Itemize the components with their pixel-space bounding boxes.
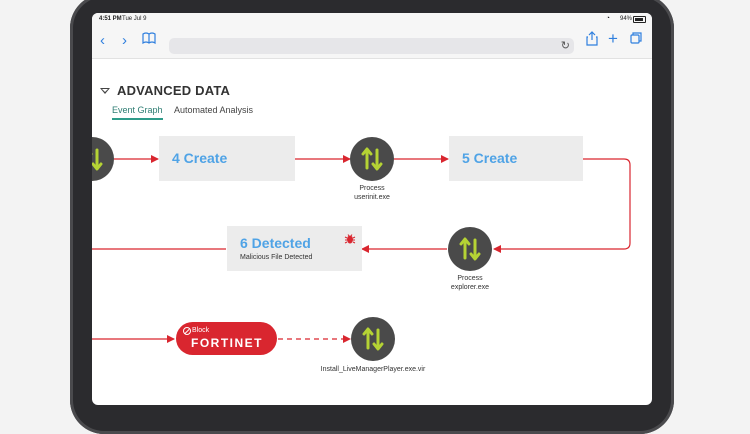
event-graph <box>92 155 631 343</box>
create-box-5-title: 5 Create <box>462 150 518 166</box>
userinit-type: Process <box>359 185 385 192</box>
exchange-arrows-icon <box>362 327 384 351</box>
wifi-icon: ◔ <box>605 15 610 22</box>
forward-icon[interactable]: › <box>122 32 127 49</box>
exchange-arrows-icon <box>361 147 383 171</box>
install-file-node[interactable] <box>351 317 395 361</box>
tab-event-graph[interactable]: Event Graph <box>112 105 163 120</box>
section-title: ADVANCED DATA <box>117 83 231 98</box>
back-icon[interactable]: ‹ <box>100 32 105 49</box>
graph-edges <box>92 155 631 343</box>
create-box-4-title: 4 Create <box>172 150 228 166</box>
bookmarks-icon[interactable] <box>142 31 156 48</box>
battery-percent: 94% <box>619 16 632 22</box>
exchange-arrows-icon <box>92 148 103 171</box>
block-icon <box>183 327 191 335</box>
edge-box5-explorer <box>493 158 631 253</box>
block-fortinet-button[interactable]: Block FORTINET <box>176 322 277 355</box>
status-date: Tue Jul 9 <box>122 16 147 22</box>
exchange-arrows-icon <box>459 237 481 261</box>
process-node-userinit[interactable] <box>350 137 394 181</box>
browser-toolbar: ‹ › ↻ + <box>92 25 652 59</box>
block-label: Block <box>192 327 210 334</box>
fortinet-logo: FORTINET <box>191 336 263 350</box>
status-time: 4:51 PM <box>99 16 122 22</box>
bug-icon <box>344 234 356 244</box>
status-bar: 4:51 PM Tue Jul 9 ◔ 94% <box>92 13 652 25</box>
explorer-type: Process <box>457 275 483 282</box>
collapse-caret-icon[interactable] <box>100 88 110 94</box>
reload-icon[interactable]: ↻ <box>560 40 570 52</box>
explorer-name: explorer.exe <box>450 284 490 291</box>
new-tab-icon[interactable]: + <box>608 29 618 48</box>
explorer-label: Process explorer.exe <box>435 274 505 292</box>
detected-box-subtitle: Malicious File Detected <box>240 254 313 261</box>
screen: 4:51 PM Tue Jul 9 ◔ 94% ‹ › ↻ + ADVANCED… <box>92 13 652 405</box>
tab-automated-analysis[interactable]: Automated Analysis <box>174 105 254 115</box>
install-file-label: Install_LiveManagerPlayer.exe.vir <box>303 365 443 374</box>
userinit-label: Process userinit.exe <box>337 184 407 202</box>
share-icon[interactable] <box>586 31 598 49</box>
process-node-offscreen[interactable] <box>92 137 114 181</box>
process-node-explorer[interactable] <box>448 227 492 271</box>
create-box-4[interactable]: 4 Create <box>159 136 295 181</box>
url-bar[interactable]: ↻ <box>169 38 574 54</box>
detected-box-title: 6 Detected <box>240 235 311 251</box>
install-file-name: Install_LiveManagerPlayer.exe.vir <box>320 366 426 373</box>
detected-box-6[interactable]: 6 Detected Malicious File Detected <box>227 226 362 271</box>
tabs-icon[interactable] <box>630 32 642 47</box>
userinit-name: userinit.exe <box>354 194 390 201</box>
create-box-5[interactable]: 5 Create <box>449 136 583 181</box>
battery-icon <box>633 16 646 23</box>
